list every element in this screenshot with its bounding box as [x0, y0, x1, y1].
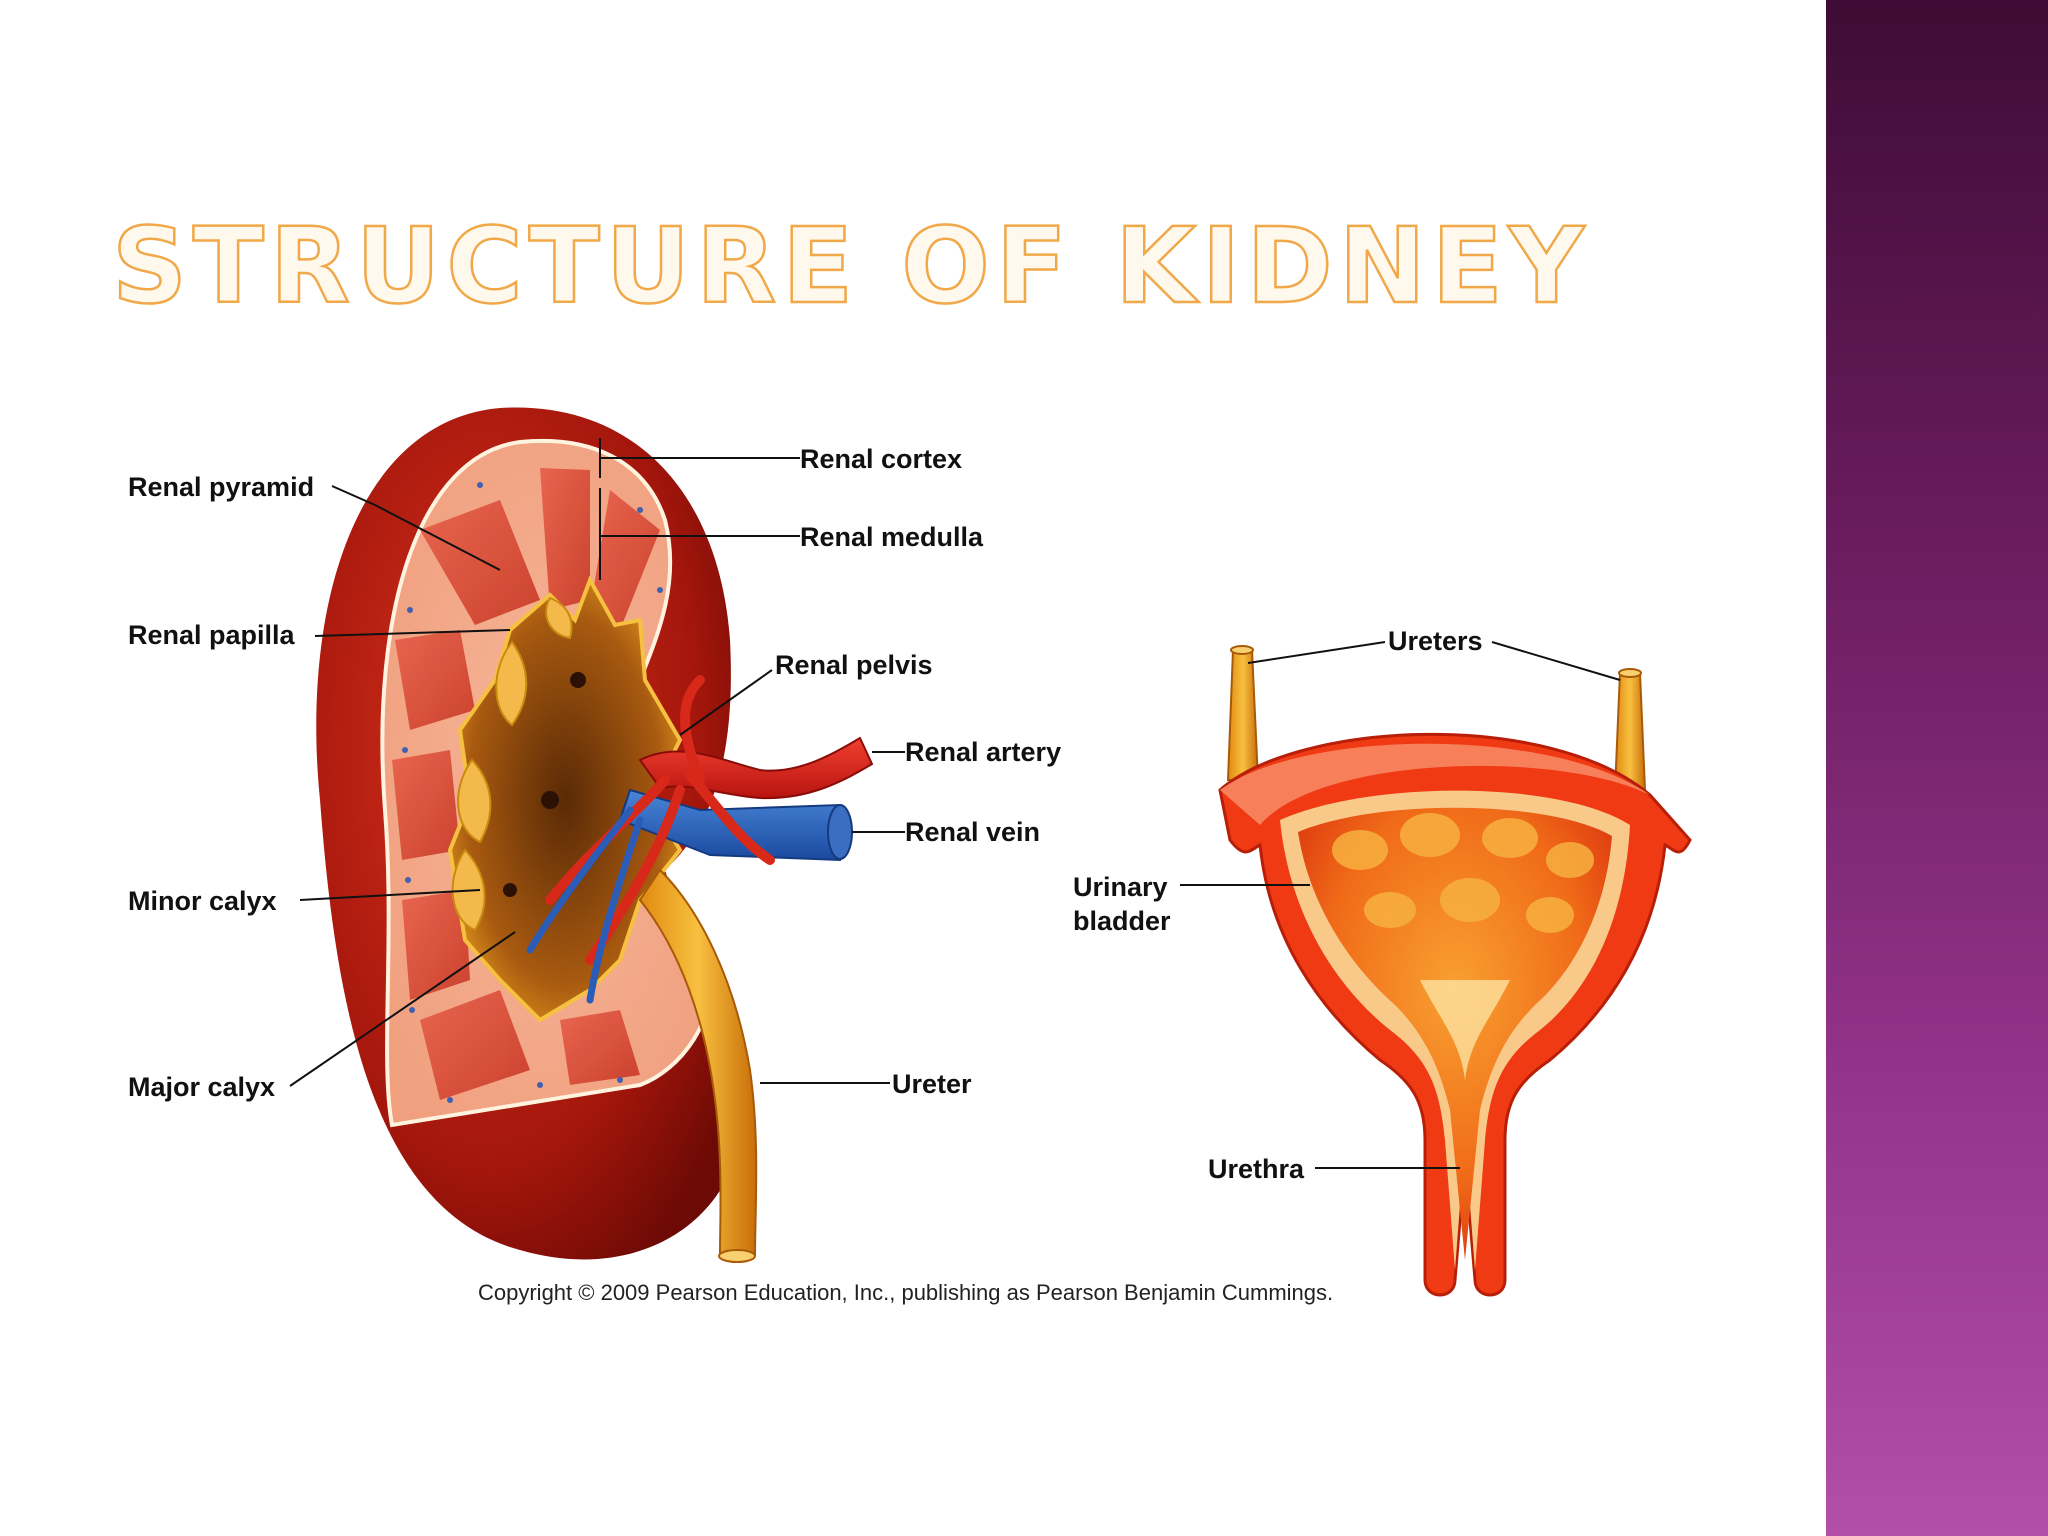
label-renal-papilla: Renal papilla	[128, 620, 296, 650]
bladder-rugae	[1332, 813, 1594, 933]
kidney-illustration	[316, 407, 874, 1263]
bladder-left-ureter	[1226, 649, 1260, 781]
copyright-text: Copyright © 2009 Pearson Education, Inc.…	[478, 1280, 1333, 1305]
label-renal-medulla: Renal medulla	[800, 522, 984, 552]
label-major-calyx: Major calyx	[128, 1072, 275, 1102]
cortex-vessel-dots	[402, 482, 663, 1103]
label-renal-pyramid: Renal pyramid	[128, 472, 314, 502]
kidney-bladder-figure: Renal pyramid Renal papilla Minor calyx …	[120, 380, 1720, 1330]
label-renal-vein: Renal vein	[905, 817, 1040, 847]
minor-calyces	[451, 596, 573, 932]
figure-svg: Renal pyramid Renal papilla Minor calyx …	[128, 407, 1692, 1305]
label-renal-pelvis: Renal pelvis	[775, 650, 933, 680]
slide-title: Structure of Kidney	[111, 204, 1591, 329]
label-minor-calyx: Minor calyx	[128, 886, 277, 916]
bladder-leader-lines	[1180, 641, 1621, 1169]
ureter-end	[718, 1249, 756, 1263]
label-ureters: Ureters	[1388, 626, 1483, 656]
bladder-right-ureter	[1613, 672, 1647, 791]
label-renal-artery: Renal artery	[905, 737, 1061, 767]
pelvis-spots	[503, 672, 586, 897]
label-urinary: Urinary	[1073, 872, 1168, 902]
renal-pyramids	[392, 468, 660, 1100]
label-ureter: Ureter	[892, 1069, 972, 1099]
bladder-labels: Ureters Urinary bladder Urethra	[1073, 626, 1483, 1184]
kidney-leader-lines	[289, 438, 905, 1087]
bladder-top-rim	[1220, 743, 1650, 825]
label-urethra: Urethra	[1208, 1154, 1305, 1184]
label-bladder: bladder	[1073, 906, 1171, 936]
label-renal-cortex: Renal cortex	[800, 444, 962, 474]
bladder-illustration	[1218, 645, 1692, 1297]
kidney-labels: Renal pyramid Renal papilla Minor calyx …	[128, 444, 1061, 1102]
decorative-sidebar	[1826, 0, 2048, 1536]
